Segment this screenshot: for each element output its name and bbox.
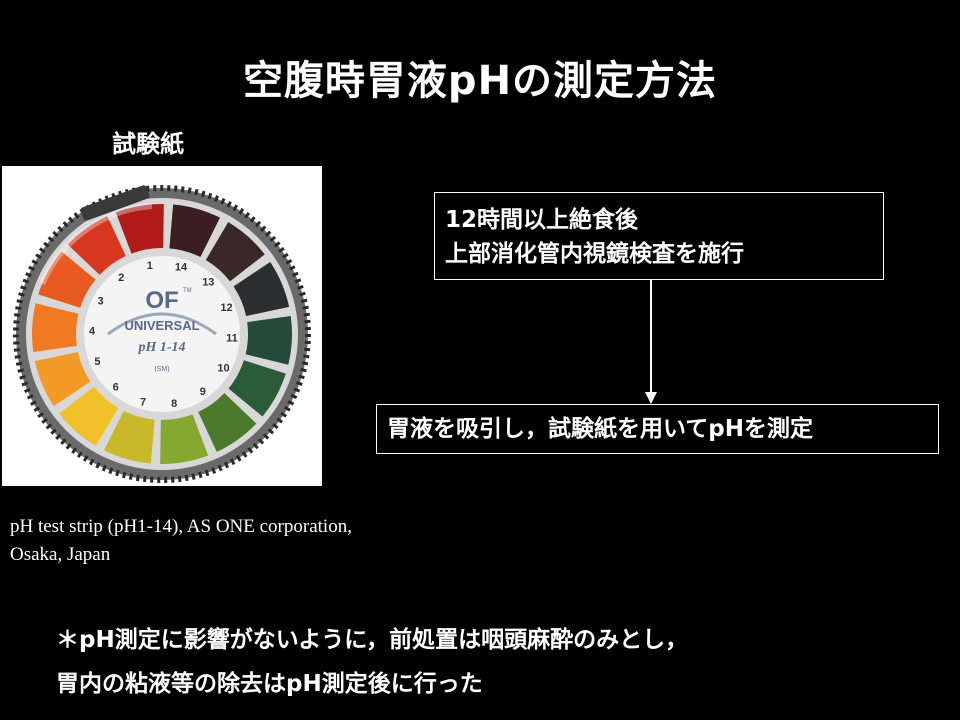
down-arrow-icon [645, 280, 657, 404]
color-swatch [228, 360, 286, 417]
footnote-line-2: 胃内の粘液等の除去はpH測定後に行った [56, 671, 483, 697]
brand-universal: UNIVERSAL [124, 318, 199, 333]
step-1-box: 12時間以上絶食後 上部消化管内視鏡検査を施行 [434, 192, 884, 280]
lens-glare [39, 203, 153, 286]
caption-line-1: pH test strip (pH1-14), AS ONE corporati… [10, 516, 352, 537]
step-1-line-2: 上部消化管内視鏡検査を施行 [445, 241, 744, 267]
step-1-line-1: 12時間以上絶食後 [445, 207, 639, 233]
arc-arrow-icon [107, 312, 217, 336]
color-swatch [103, 410, 155, 464]
scale-number: 11 [226, 332, 238, 344]
scale-number: 5 [94, 356, 100, 368]
color-swatch [205, 222, 265, 282]
scale-number: 12 [220, 302, 232, 314]
color-swatch [115, 204, 164, 254]
color-swatch [160, 414, 209, 465]
sm-mark: (SM) [154, 366, 169, 373]
scale-number: 10 [217, 362, 229, 374]
step-2-box: 胃液を吸引し，試験紙を用いてpHを測定 [376, 404, 939, 454]
color-swatch [59, 386, 119, 446]
footnote: ＊pH測定に影響がないように，前処置は咽頭麻酔のみとし， 胃内の粘液等の除去はp… [56, 618, 688, 706]
strip-slot [80, 185, 150, 221]
color-swatch [34, 351, 91, 407]
scale-number: 14 [175, 262, 188, 274]
footnote-line-1: ＊pH測定に影響がないように，前処置は咽頭麻酔のみとし， [56, 627, 689, 653]
scale-number: 4 [89, 326, 96, 338]
color-swatch [32, 303, 79, 352]
trademark-mark: TM [183, 288, 192, 294]
step-2-text: 胃液を吸引し，試験紙を用いてpHを測定 [387, 416, 814, 442]
scale-number: 7 [140, 396, 146, 408]
dispenser-knurl [13, 185, 311, 483]
brand-logo: OF [145, 287, 178, 314]
color-swatch [233, 261, 290, 317]
scale-number: 3 [97, 296, 103, 308]
color-swatch [67, 216, 126, 275]
color-swatch [198, 393, 257, 452]
scale-number: 9 [200, 386, 206, 398]
range-label: pH 1-14 [137, 340, 185, 355]
scale-number: 6 [113, 381, 119, 393]
scale-number: 13 [202, 277, 214, 289]
dispenser-face [84, 256, 240, 412]
scale-number: 8 [171, 398, 177, 410]
caption-line-2: Osaka, Japan [10, 544, 111, 565]
color-swatch [245, 316, 292, 365]
photo-label: 試験紙 [112, 130, 184, 158]
color-swatch [38, 251, 96, 308]
color-swatch [169, 204, 221, 258]
color-swatches [32, 204, 292, 465]
photo-caption: pH test strip (pH1-14), AS ONE corporati… [10, 513, 352, 569]
scale-number: 2 [118, 272, 124, 284]
scale-number: 1 [147, 260, 153, 272]
slide-title: 空腹時胃液pHの測定方法 [242, 58, 718, 104]
